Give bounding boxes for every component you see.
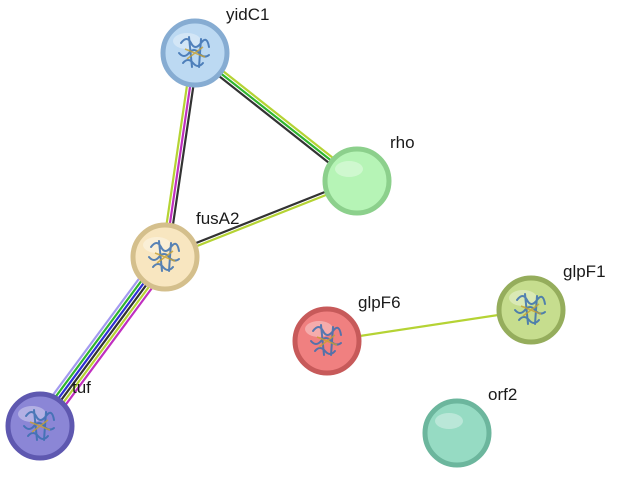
protein-structure-icon (178, 36, 210, 68)
node-highlight (18, 406, 46, 422)
edge-evidence-line (40, 256, 168, 429)
edge-evidence-line (191, 54, 357, 185)
node-glpF1[interactable]: glpF1 (496, 262, 606, 345)
edge-evidence-line (45, 260, 173, 432)
node-label: rho (390, 133, 415, 152)
edge-evidence-line (42, 258, 170, 430)
node-circle (322, 146, 392, 216)
protein-structure-icon (310, 324, 342, 356)
node-label: fusA2 (196, 209, 239, 228)
edges-layer (32, 49, 533, 432)
nodes-layer: yidC1 rho fusA2 glpF6 glpF1 orf2 tuf (5, 5, 606, 468)
node-label: glpF6 (358, 293, 401, 312)
node-tuf[interactable]: tuf (5, 378, 91, 461)
node-highlight (509, 290, 537, 306)
node-rho[interactable]: rho (322, 133, 415, 216)
node-yidC1[interactable]: yidC1 (160, 5, 269, 88)
node-highlight (435, 413, 463, 429)
node-label: tuf (72, 378, 91, 397)
protein-structure-icon (23, 409, 55, 441)
protein-structure-icon (514, 293, 546, 325)
node-highlight (305, 321, 333, 337)
edge-evidence-line (160, 51, 193, 258)
protein-structure-icon (148, 240, 180, 272)
node-label: orf2 (488, 385, 517, 404)
edge-evidence-line (195, 49, 361, 180)
node-highlight (335, 161, 363, 177)
node-label: glpF1 (563, 262, 606, 281)
node-glpF6[interactable]: glpF6 (292, 293, 401, 376)
node-label: yidC1 (226, 5, 269, 24)
node-orf2[interactable]: orf2 (422, 385, 517, 468)
edge-evidence-line (35, 253, 163, 425)
edge-evidence-line (32, 251, 160, 423)
node-highlight (173, 33, 201, 49)
node-fusA2[interactable]: fusA2 (130, 209, 239, 292)
edge-evidence-line (37, 254, 165, 427)
edge-evidence-line (167, 52, 200, 259)
node-circle (422, 398, 492, 468)
node-highlight (143, 237, 171, 253)
edge-fusA2-tuf[interactable] (32, 251, 173, 432)
